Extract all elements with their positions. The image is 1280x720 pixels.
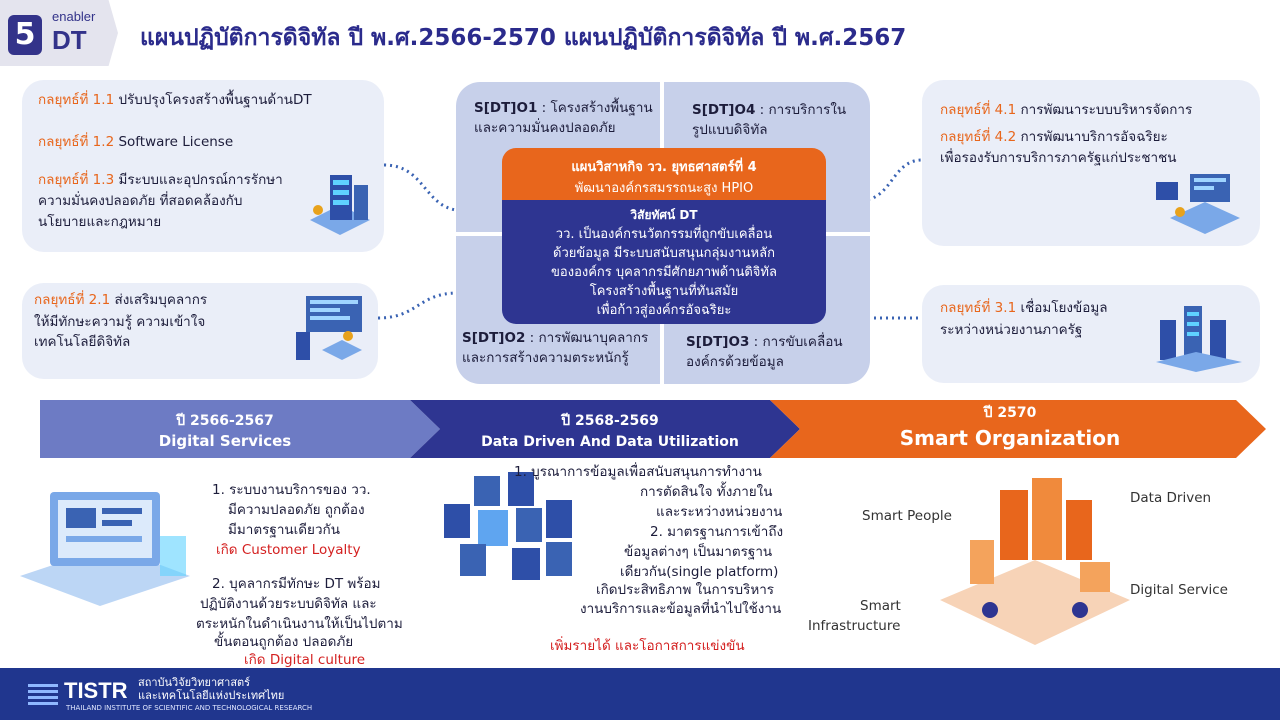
phase1-item1-result: เกิด Customer Loyalty: [216, 542, 361, 558]
phase2-result: เพิ่มรายได้ และโอกาสการแข่งขัน: [550, 638, 745, 654]
footer-thai-name-2: และเทคโนโลยีแห่งประเทศไทย: [138, 689, 285, 702]
footer-thai-name-1: สถาบันวิจัยวิทยาศาสตร์: [138, 676, 251, 689]
vision-title: วิสัยทัศน์ DT: [630, 208, 698, 222]
digital-service-label: Digital Service: [1130, 582, 1228, 598]
strategy-2-1: กลยุทธ์ที่ 2.1 ส่งเสริมบุคลากร: [34, 292, 208, 308]
vision-line2: ด้วยข้อมูล มีระบบสนับสนุนกลุ่มงานหลัก: [553, 246, 775, 261]
connector-left-bottom: [378, 291, 459, 320]
footer-english-name: THAILAND INSTITUTE OF SCIENTIFIC AND TEC…: [66, 704, 313, 712]
phase1-item2-line4: ขั้นตอนถูกต้อง ปลอดภัย: [214, 634, 354, 650]
strategy-4-2-line2: เพื่อรองรับการบริการภาครัฐแก่ประชาชน: [940, 150, 1177, 166]
phase-arrows: [40, 400, 1266, 458]
mission-line2: พัฒนาองค์กรสมรรถนะสูง HPIO: [574, 181, 754, 196]
section-number: 5: [8, 15, 42, 55]
footer-brand: TISTR: [64, 678, 128, 703]
vision-line3: ขององค์กร บุคลากรมีศักยภาพด้านดิจิทัล: [551, 265, 777, 280]
strategy-3-1-line2: ระหว่างหน่วยงานภาครัฐ: [940, 322, 1083, 338]
strategy-4-2: กลยุทธ์ที่ 4.2 การพัฒนาบริการอัจฉริยะ: [940, 129, 1168, 145]
smart-organization-illustration-icon: [940, 478, 1130, 645]
badge-big-label: DT: [52, 25, 87, 55]
phase1-item2-result: เกิด Digital culture: [244, 652, 366, 668]
tistr-logo-icon: [28, 684, 58, 705]
vision-line4: โครงสร้างพื้นฐานที่ทันสมัย: [589, 284, 739, 299]
smart-people-label: Smart People: [862, 508, 952, 524]
so4-label: S[DT]O4 : การบริการใน: [692, 102, 847, 118]
phase1-item2-line3: ตระหนักในดำเนินงานให้เป็นไปตาม: [196, 616, 403, 632]
so2-label-line2: และการสร้างความตระหนักรู้: [462, 350, 629, 366]
strategy-1-3-line2: ความมั่นคงปลอดภัย ที่สอดคล้องกับ: [38, 193, 243, 209]
phase-3-years: ปี 2570: [983, 405, 1037, 421]
phase2-line4: 2. มาตรฐานการเข้าถึง: [650, 524, 784, 540]
mission-line1: แผนวิสาหกิจ วว. ยุทธศาสตร์ที่ 4: [571, 160, 757, 175]
phase-1-years: ปี 2566-2567: [176, 413, 274, 429]
phase-2-years: ปี 2568-2569: [561, 413, 659, 429]
phase2-line8: งานบริการและข้อมูลที่นำไปใช้งาน: [580, 601, 782, 617]
strategy-4-1: กลยุทธ์ที่ 4.1 การพัฒนาระบบบริหารจัดการ: [940, 102, 1193, 118]
so1-label: S[DT]O1 : โครงสร้างพื้นฐาน: [474, 100, 653, 116]
phase2-line6: เดียวกัน(single platform): [620, 564, 779, 580]
server-illustration-icon: [310, 175, 370, 235]
vision-line5: เพื่อก้าวสู่องค์กรอัจฉริยะ: [596, 303, 732, 318]
phase-arrow-1: [40, 400, 440, 458]
phase-arrow-3: [770, 400, 1266, 458]
so3-label: S[DT]O3 : การขับเคลื่อน: [686, 334, 843, 350]
strategy-1-2: กลยุทธ์ที่ 1.2 Software License: [38, 134, 234, 150]
phase1-item1-line1: 1. ระบบงานบริการของ วว.: [212, 482, 371, 498]
page-title: แผนปฏิบัติการดิจิทัล ปี พ.ศ.2566-2570 แผ…: [140, 25, 907, 51]
phase1-item2-line1: 2. บุคลากรมีทักษะ DT พร้อม: [212, 576, 381, 592]
so4-label-line2: รูปแบบดิจิทัล: [692, 122, 768, 138]
phase-arrow-2: [410, 400, 800, 458]
so2-label: S[DT]O2 : การพัฒนาบุคลากร: [462, 330, 649, 346]
phase-2-name: Data Driven And Data Utilization: [481, 434, 739, 450]
strategy-1-1: กลยุทธ์ที่ 1.1 ปรับปรุงโครงสร้างพื้นฐานด…: [38, 92, 312, 108]
phase2-line3: และระหว่างหน่วยงาน: [656, 504, 783, 520]
data-cubes-illustration-icon: [444, 472, 572, 580]
phase1-item1-line3: มีมาตรฐานเดียวกัน: [228, 522, 340, 538]
strategy-3-1: กลยุทธ์ที่ 3.1 เชื่อมโยงข้อมูล: [940, 300, 1108, 316]
dashboard-illustration-icon: [1156, 174, 1240, 234]
connector-right-top: [862, 158, 923, 202]
phase1-item2-line2: ปฏิบัติงานด้วยระบบดิจิทัล และ: [200, 596, 377, 612]
vision-box: วิสัยทัศน์ DT วว. เป็นองค์กรนวัตกรรมที่ถ…: [502, 200, 826, 324]
strategy-2-1-line2: ให้มีทักษะความรู้ ความเข้าใจ: [34, 314, 206, 330]
data-servers-illustration-icon: [1156, 306, 1242, 372]
digital-services-illustration-icon: [20, 492, 190, 606]
data-driven-label: Data Driven: [1130, 490, 1212, 506]
analytics-illustration-icon: [296, 296, 362, 360]
connector-right-bottom: [862, 316, 922, 320]
vision-line1: วว. เป็นองค์กรนวัตกรรมที่ถูกขับเคลื่อน: [555, 227, 773, 242]
badge-small-label: enabler: [52, 9, 96, 24]
phase-1-name: Digital Services: [158, 432, 292, 450]
phase1-item1-line2: มีความปลอดภัย ถูกต้อง: [228, 502, 365, 518]
smart-infrastructure-label-1: Smart: [860, 598, 901, 614]
phase2-line1: 1. บูรณาการข้อมูลเพื่อสนับสนุนการทำงาน: [514, 464, 762, 480]
smart-infrastructure-label-2: Infrastructure: [808, 618, 901, 634]
footer-bar: [0, 668, 1280, 720]
strategy-1-3-line3: นโยบายและกฎหมาย: [38, 214, 162, 230]
strategy-1-3: กลยุทธ์ที่ 1.3 มีระบบและอุปกรณ์การรักษา: [38, 172, 283, 188]
connector-left-top: [384, 163, 457, 212]
strategy-2-1-line3: เทคโนโลยีดิจิทัล: [34, 334, 131, 350]
so3-label-line2: องค์กรด้วยข้อมูล: [686, 354, 784, 370]
phase2-line7: เกิดประสิทธิภาพ ในการบริหาร: [596, 582, 775, 598]
phase2-line2: การตัดสินใจ ทั้งภายใน: [640, 484, 773, 500]
mission-box: แผนวิสาหกิจ วว. ยุทธศาสตร์ที่ 4 พัฒนาองค…: [502, 148, 826, 200]
phase-3-name: Smart Organization: [899, 426, 1121, 450]
phase2-line5: ข้อมูลต่างๆ เป็นมาตรฐาน: [624, 544, 773, 560]
so1-label-line2: และความมั่นคงปลอดภัย: [474, 120, 616, 136]
